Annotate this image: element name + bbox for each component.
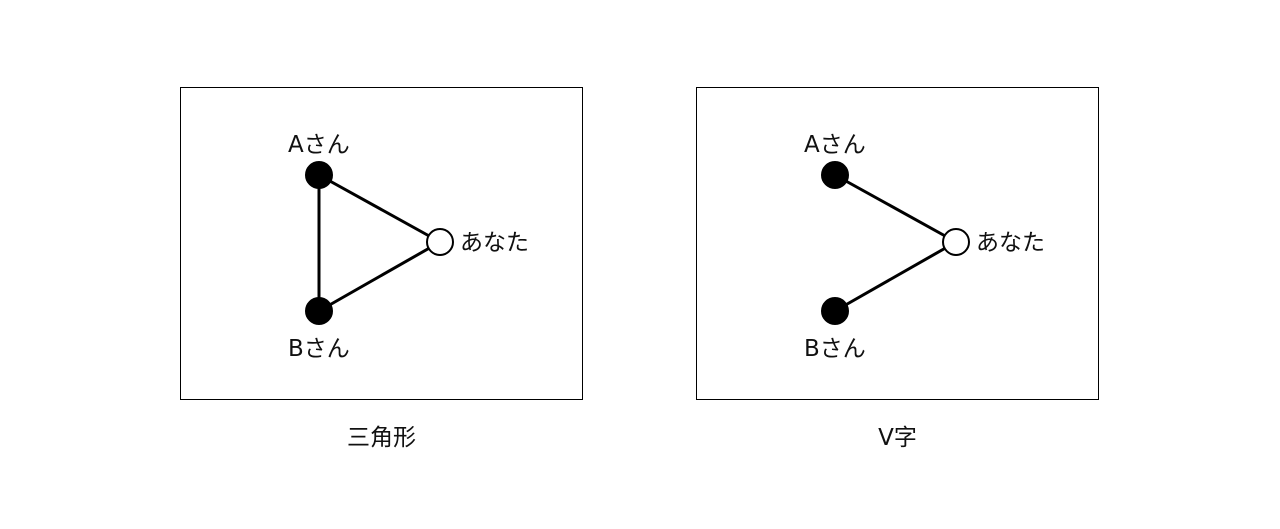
edge-a-you <box>834 173 957 244</box>
node-b-filled <box>305 297 333 325</box>
node-b-label: Bさん <box>804 336 866 362</box>
triangle-diagram: Aさん Bさん あなた <box>288 132 529 362</box>
v-caption: V字 <box>878 425 917 451</box>
node-b-filled <box>821 297 849 325</box>
edge-a-you <box>318 173 441 244</box>
node-you-label: あなた <box>976 230 1045 256</box>
node-b-label: Bさん <box>288 336 350 362</box>
node-you-open <box>426 228 454 256</box>
node-you-open <box>942 228 970 256</box>
node-a-filled <box>305 161 333 189</box>
node-you-label: あなた <box>460 230 529 256</box>
edge-b-you <box>318 240 441 313</box>
triangle-diagram-panel: Aさん Bさん あなた <box>180 87 583 400</box>
edge-b-you <box>834 240 957 313</box>
v-diagram-panel: Aさん Bさん あなた <box>696 87 1099 400</box>
triangle-caption: 三角形 <box>347 425 416 451</box>
node-a-filled <box>821 161 849 189</box>
node-a-label: Aさん <box>804 132 866 158</box>
node-a-label: Aさん <box>288 132 350 158</box>
v-diagram: Aさん Bさん あなた <box>804 132 1045 362</box>
